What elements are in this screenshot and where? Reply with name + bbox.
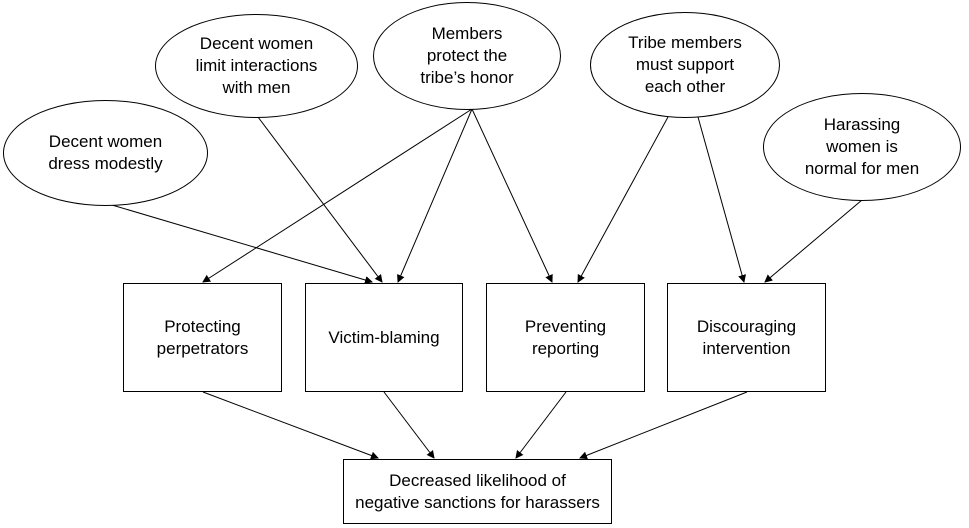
belief-dress-modestly-label: Decent women dress modestly [48,132,163,173]
belief-limit-interactions: Decent women limit interactions with men [155,14,358,118]
arrow-honor-to-victim [397,108,473,283]
mechanism-protecting-perpetrators: Protecting perpetrators [123,283,282,392]
arrow-preventing-to-outcome [515,391,567,459]
mechanism-preventing-reporting-label: Preventing reporting [524,316,607,358]
mechanism-preventing-reporting: Preventing reporting [486,283,645,392]
arrow-honor-to-protecting [202,108,473,283]
arrow-support-to-preventing [577,116,669,283]
belief-harassing-normal-label: Harassing women is normal for men [804,115,920,178]
mechanism-discouraging-intervention: Discouraging intervention [667,283,826,392]
arrow-discouraging-to-outcome [579,391,748,460]
mechanism-victim-blaming-label: Victim-blaming [328,327,440,347]
belief-support-each-other: Tribe members must support each other [590,12,780,118]
belief-limit-interactions-label: Decent women limit interactions with men [195,34,318,97]
outcome-decreased-sanctions: Decreased likelihood of negative sanctio… [343,459,612,524]
mechanism-victim-blaming: Victim-blaming [305,283,463,392]
arrow-harass-to-discouraging [764,199,863,283]
arrow-victim-to-outcome [383,391,435,459]
arrow-protecting-to-outcome [202,391,379,460]
outcome-decreased-sanctions-label: Decreased likelihood of negative sanctio… [355,470,600,512]
arrow-honor-to-preventing [471,108,553,283]
belief-tribe-honor-label: Members protect the tribe’s honor [420,24,514,87]
belief-tribe-honor: Members protect the tribe’s honor [373,2,561,110]
belief-dress-modestly: Decent women dress modestly [3,100,208,206]
arrow-interact-to-victim [257,116,383,283]
arrow-dress-to-victim [111,204,373,284]
belief-support-each-other-label: Tribe members must support each other [628,33,742,96]
mechanism-discouraging-intervention-label: Discouraging intervention [696,316,797,358]
belief-harassing-normal: Harassing women is normal for men [763,93,961,201]
mechanism-protecting-perpetrators-label: Protecting perpetrators [156,316,249,358]
arrow-support-to-discouraging [697,116,746,283]
